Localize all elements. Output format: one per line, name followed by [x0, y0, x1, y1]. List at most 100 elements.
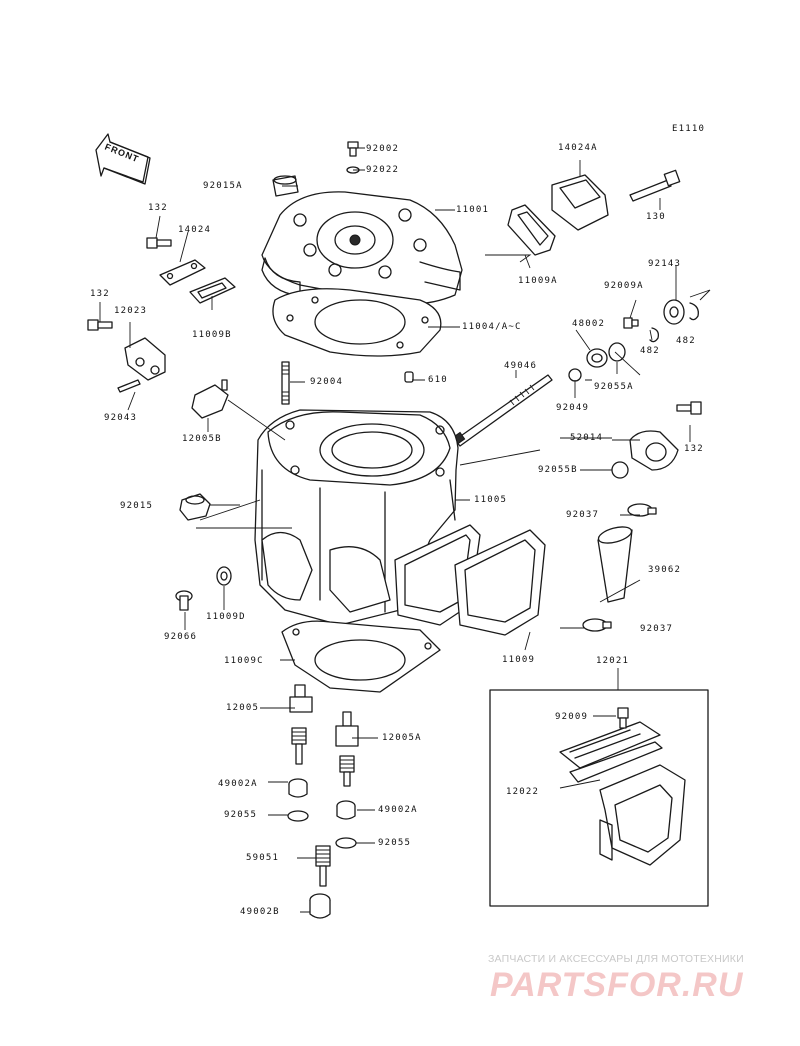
housing-52014: [629, 430, 679, 471]
stud-92004: [281, 361, 290, 405]
oring-92055B: [611, 461, 629, 479]
label-48002: 48002: [572, 319, 606, 329]
label-92022: 92022: [366, 165, 400, 175]
label-11004: 11004/A~C: [462, 322, 522, 332]
bolt-130: [629, 169, 681, 202]
gasket-11009A: [507, 204, 556, 256]
head-gasket-11004: [272, 288, 442, 357]
cylinder-part: [254, 409, 459, 626]
label-49046: 49046: [504, 361, 538, 371]
bolt-132a: [146, 237, 172, 249]
label-92015: 92015: [120, 501, 154, 511]
bolt-92009: [617, 707, 629, 729]
rod-49046: [449, 374, 553, 447]
label-132b: 132: [90, 289, 110, 299]
label-92055-a: 92055: [224, 810, 258, 820]
watermark-tagline: ЗАПЧАСТИ И АКСЕССУАРЫ ДЛЯ МОТОТЕХНИКИ: [488, 953, 744, 965]
label-482a: 482: [676, 336, 696, 346]
label-92066: 92066: [164, 632, 198, 642]
clamp-92037a: [627, 503, 657, 517]
label-49002B: 49002B: [240, 907, 280, 917]
label-49002A-b: 49002A: [378, 805, 418, 815]
seal-92049: [568, 368, 582, 382]
label-610: 610: [428, 375, 448, 385]
label-12005: 12005: [226, 703, 260, 713]
bolt-92002: [347, 141, 359, 157]
label-49002A-a: 49002A: [218, 779, 258, 789]
oring-92055-b: [335, 837, 357, 849]
valve-12005A: [335, 711, 359, 787]
bracket-12023: [124, 337, 166, 381]
bolt-92009A: [623, 317, 639, 329]
part-12005B: [191, 379, 229, 419]
label-92002: 92002: [366, 144, 400, 154]
label-482b: 482: [640, 346, 660, 356]
pin-92043: [117, 379, 141, 393]
base-gasket-11009C: [281, 620, 441, 693]
bolt-132b: [87, 319, 113, 331]
oring-92055A: [608, 342, 626, 362]
label-92055-b: 92055: [378, 838, 412, 848]
cover-14024A: [551, 174, 609, 231]
oring-92055-a: [287, 810, 309, 822]
valve-12005: [289, 684, 313, 765]
label-92015A: 92015A: [203, 181, 243, 191]
bushing-49002A-a: [288, 778, 308, 798]
label-92049: 92049: [556, 403, 590, 413]
label-11001: 11001: [456, 205, 490, 215]
cylinder-head-part: [261, 191, 463, 305]
front-arrow-icon: [95, 133, 151, 185]
gasket-11009: [454, 529, 546, 636]
label-92004: 92004: [310, 377, 344, 387]
label-52014: 52014: [570, 433, 604, 443]
label-92055A: 92055A: [594, 382, 634, 392]
label-92043: 92043: [104, 413, 138, 423]
label-92009A: 92009A: [604, 281, 644, 291]
bushing-49002A-b: [336, 800, 356, 820]
watermark-brand-logo: PARTSFOR.RU: [490, 966, 744, 1004]
label-132c: 132: [684, 444, 704, 454]
label-11009C: 11009C: [224, 656, 264, 666]
label-92037b: 92037: [640, 624, 674, 634]
reed-valve-box: [489, 689, 709, 907]
label-92055B: 92055B: [538, 465, 578, 475]
label-12023: 12023: [114, 306, 148, 316]
label-11005: 11005: [474, 495, 508, 505]
clamp-92037b: [582, 618, 612, 632]
label-92143: 92143: [648, 259, 682, 269]
label-12005A: 12005A: [382, 733, 422, 743]
reed-valve-assembly: [559, 721, 686, 866]
label-12021: 12021: [596, 656, 630, 666]
leader-lines: [99, 147, 711, 913]
label-12022: 12022: [506, 787, 540, 797]
label-59051: 59051: [246, 853, 280, 863]
label-11009: 11009: [502, 655, 536, 665]
bolt-132c: [676, 401, 702, 415]
label-12005B: 12005B: [182, 434, 222, 444]
seal-92143: [663, 299, 685, 325]
label-14024: 14024: [178, 225, 212, 235]
bushing-48002: [586, 348, 608, 368]
dowel-610: [404, 371, 414, 383]
label-39062: 39062: [648, 565, 682, 575]
gear-59051: [315, 845, 331, 887]
hose-39062: [597, 526, 633, 603]
nut-92015: [179, 493, 211, 521]
label-11009A: 11009A: [518, 276, 558, 286]
label-132a: 132: [148, 203, 168, 213]
label-11009D: 11009D: [206, 612, 246, 622]
diagram-code-label: E1110: [672, 124, 706, 134]
label-11009B: 11009B: [192, 330, 232, 340]
bushing-49002B: [309, 893, 331, 919]
label-92009: 92009: [555, 712, 589, 722]
clip-482b: [649, 327, 660, 343]
washer-11009D-small: [216, 566, 232, 586]
bolt-92066: [175, 590, 193, 611]
label-14024A: 14024A: [558, 143, 598, 153]
plate-14024: [159, 259, 206, 286]
label-130: 130: [646, 212, 666, 222]
gasket-11009B: [189, 277, 236, 304]
clip-482a: [689, 302, 699, 321]
label-92037a: 92037: [566, 510, 600, 520]
